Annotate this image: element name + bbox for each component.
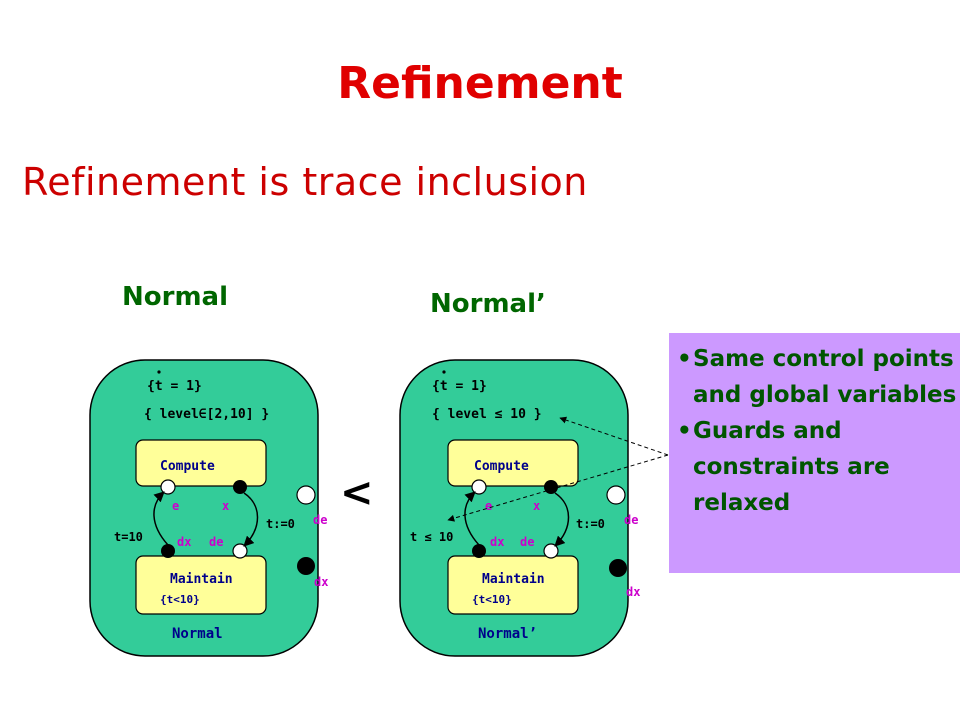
left-compute-label: Compute (160, 459, 215, 474)
left-x-label: x (222, 499, 229, 513)
right-dx-port-label: dx (626, 585, 640, 599)
right-maintain-invariant: {t<10} (472, 593, 512, 606)
left-reset-label: t:=0 (266, 517, 295, 531)
refinement-callout: Same control points and global variables… (669, 333, 960, 573)
left-flow-text: {t = 1} (147, 379, 202, 394)
left-mode-de-port (296, 485, 316, 505)
right-maintain-de-port (543, 543, 559, 559)
right-compute-state (447, 439, 579, 487)
left-maintain-state (135, 555, 267, 615)
left-mode: {t = 1} { level∈[2,10] } Compute Maintai… (89, 359, 328, 657)
left-maintain-de-port (232, 543, 248, 559)
left-de-port-label: de (313, 513, 327, 527)
left-loop-arrow-up (153, 491, 169, 546)
right-invariant-text: { level ≤ 10 } (432, 407, 542, 422)
left-compute-state (135, 439, 267, 487)
right-loop-arrow-up (464, 491, 480, 546)
callout-arrow-to-invariant (559, 416, 669, 456)
left-guard-label: t=10 (114, 530, 143, 544)
left-dx-inner-label: dx (177, 535, 191, 549)
right-maintain-dx-port (472, 544, 486, 558)
left-de-inner-label: de (209, 535, 223, 549)
refinement-relation-symbol: < (340, 470, 374, 516)
right-mode-name: Normal’ (478, 626, 537, 642)
right-e-label: e (485, 499, 492, 513)
right-entry-e-port (471, 479, 487, 495)
right-diagram-label: Normal’ (430, 289, 546, 319)
left-dx-port-label: dx (314, 575, 328, 589)
page-title: Refinement (337, 58, 623, 109)
page-subtitle: Refinement is trace inclusion (22, 160, 588, 204)
right-mode-dx-port (609, 559, 627, 577)
right-dx-inner-label: dx (490, 535, 504, 549)
callout-item: Same control points and global variables (677, 341, 960, 413)
left-mode-name: Normal (172, 626, 223, 642)
right-guard-label: t ≤ 10 (410, 530, 453, 544)
right-reset-label: t:=0 (576, 517, 605, 531)
right-flow-text: {t = 1} (432, 379, 487, 394)
right-mode: {t = 1} { level ≤ 10 } Compute Maintain … (399, 359, 640, 657)
right-compute-label: Compute (474, 459, 529, 474)
left-mode-dx-port (297, 557, 315, 575)
left-e-label: e (172, 499, 179, 513)
right-mode-de-port (606, 485, 626, 505)
right-exit-x-port (544, 480, 558, 494)
right-de-inner-label: de (520, 535, 534, 549)
right-maintain-label: Maintain (482, 572, 545, 587)
right-de-port-label: de (624, 513, 638, 527)
right-x-label: x (533, 499, 540, 513)
left-maintain-invariant: {t<10} (160, 593, 200, 606)
left-diagram-label: Normal (122, 282, 228, 312)
left-maintain-label: Maintain (170, 572, 233, 587)
left-invariant-text: { level∈[2,10] } (144, 407, 269, 422)
right-maintain-state (447, 555, 579, 615)
left-exit-x-port (233, 480, 247, 494)
left-loop-arrow-down (243, 492, 259, 547)
callout-arrow-to-guard (447, 454, 669, 522)
left-flow-dot (157, 370, 161, 374)
right-flow-dot (442, 370, 446, 374)
callout-item: Guards and constraints are relaxed (677, 413, 960, 521)
left-entry-e-port (160, 479, 176, 495)
right-loop-arrow-down (554, 492, 570, 547)
left-maintain-dx-port (161, 544, 175, 558)
